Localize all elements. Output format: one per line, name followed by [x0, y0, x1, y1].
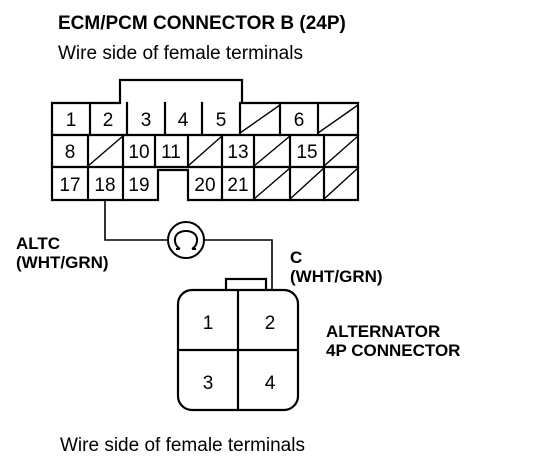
c-wire-label: C (WHT/GRN)	[290, 248, 383, 286]
alternator-title-line1: ALTERNATOR	[326, 322, 441, 341]
ecm-pin-15: 15	[296, 142, 317, 163]
ecm-connector-outline	[50, 78, 360, 202]
ecm-pin-11: 11	[161, 142, 181, 163]
ecm-connector-subtitle: Wire side of female terminals	[58, 43, 303, 64]
ecm-pin-21: 21	[227, 175, 248, 196]
alternator-title-line2: 4P CONNECTOR	[326, 341, 461, 361]
c-wire-color: (WHT/GRN)	[290, 267, 383, 287]
ecm-connector-title: ECM/PCM CONNECTOR B (24P)	[58, 13, 346, 34]
ecm-pin-20: 20	[194, 175, 215, 196]
ecm-pin-1: 1	[66, 110, 77, 131]
ecm-pin-13: 13	[227, 142, 248, 163]
altc-terminal-name: ALTC	[16, 234, 61, 253]
ecm-pin-5: 5	[216, 110, 227, 131]
ecm-pin-8: 8	[65, 142, 76, 163]
ecm-pin-2: 2	[103, 110, 114, 131]
ecm-pin-10: 10	[128, 142, 149, 163]
alternator-connector-title: ALTERNATOR 4P CONNECTOR	[326, 322, 460, 360]
altc-wire-label: ALTC (WHT/GRN)	[16, 234, 109, 272]
alternator-pin-3: 3	[203, 373, 214, 394]
ecm-pin-3: 3	[141, 110, 152, 131]
alternator-pin-1: 1	[203, 313, 214, 334]
altc-test-lead	[104, 200, 168, 241]
c-terminal-name: C	[290, 248, 303, 267]
ecm-pin-4: 4	[178, 110, 189, 131]
ecm-pin-18: 18	[94, 175, 115, 196]
altc-wire-color: (WHT/GRN)	[16, 253, 109, 273]
alternator-connector-caption: Wire side of female terminals	[60, 435, 305, 456]
alternator-pin-4: 4	[265, 373, 276, 394]
ohmmeter-symbol	[167, 221, 205, 259]
ecm-pin-17: 17	[59, 175, 80, 196]
alternator-pin-2: 2	[265, 313, 276, 334]
ecm-pin-19: 19	[128, 175, 149, 196]
c-test-lead	[204, 239, 273, 290]
ecm-pin-6: 6	[294, 110, 305, 131]
